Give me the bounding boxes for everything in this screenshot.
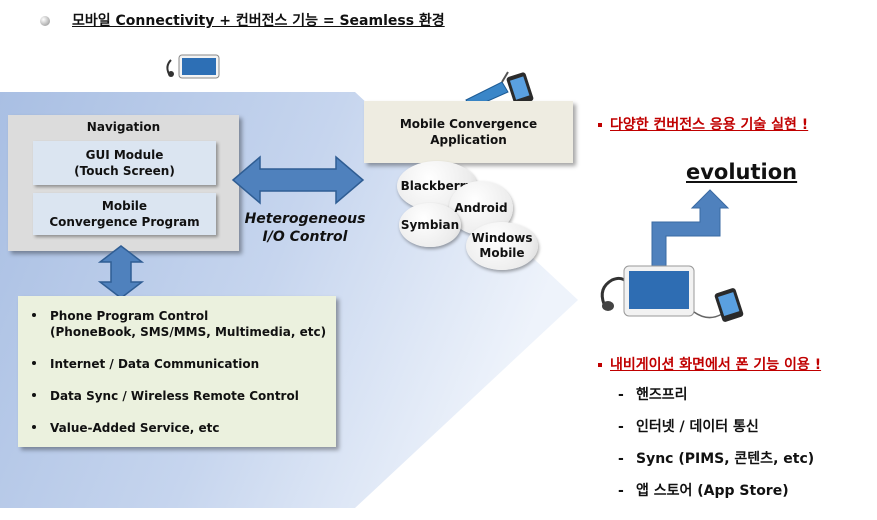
- vertical-double-arrow: [98, 245, 144, 299]
- page-title: 모바일 Connectivity + 컨버전스 기능 = Seamless 환경: [40, 10, 445, 30]
- evolution-label: evolution: [686, 160, 798, 184]
- evolution-arrow: [651, 189, 730, 273]
- navigation-box: Navigation GUI Module(Touch Screen) Mobi…: [8, 115, 239, 251]
- list-item: -인터넷 / 데이터 통신: [618, 419, 759, 435]
- platform-symbian: Symbian: [399, 203, 461, 247]
- navigation-title: Navigation: [86, 120, 161, 134]
- io-double-arrow: [231, 155, 365, 205]
- navigation-device-icon: [166, 54, 220, 79]
- io-control-label: Heterogeneous I/O Control: [244, 211, 366, 245]
- feature-list-box: Phone Program Control(PhoneBook, SMS/MMS…: [18, 296, 336, 447]
- heading-navigation-phone: 내비게이션 화면에서 폰 기능 이용 !: [598, 354, 821, 374]
- heading-convergence: 다양한 컨버전스 응용 기술 실현 !: [598, 114, 808, 134]
- list-item: -핸즈프리: [618, 387, 688, 403]
- gui-module-box: GUI Module(Touch Screen): [33, 141, 216, 185]
- list-item: -Sync (PIMS, 콘텐츠, etc): [618, 451, 815, 467]
- bullet-icon: [40, 16, 50, 26]
- navigation-device-icon: [600, 265, 744, 322]
- list-item: -앱 스토어 (App Store): [618, 483, 789, 499]
